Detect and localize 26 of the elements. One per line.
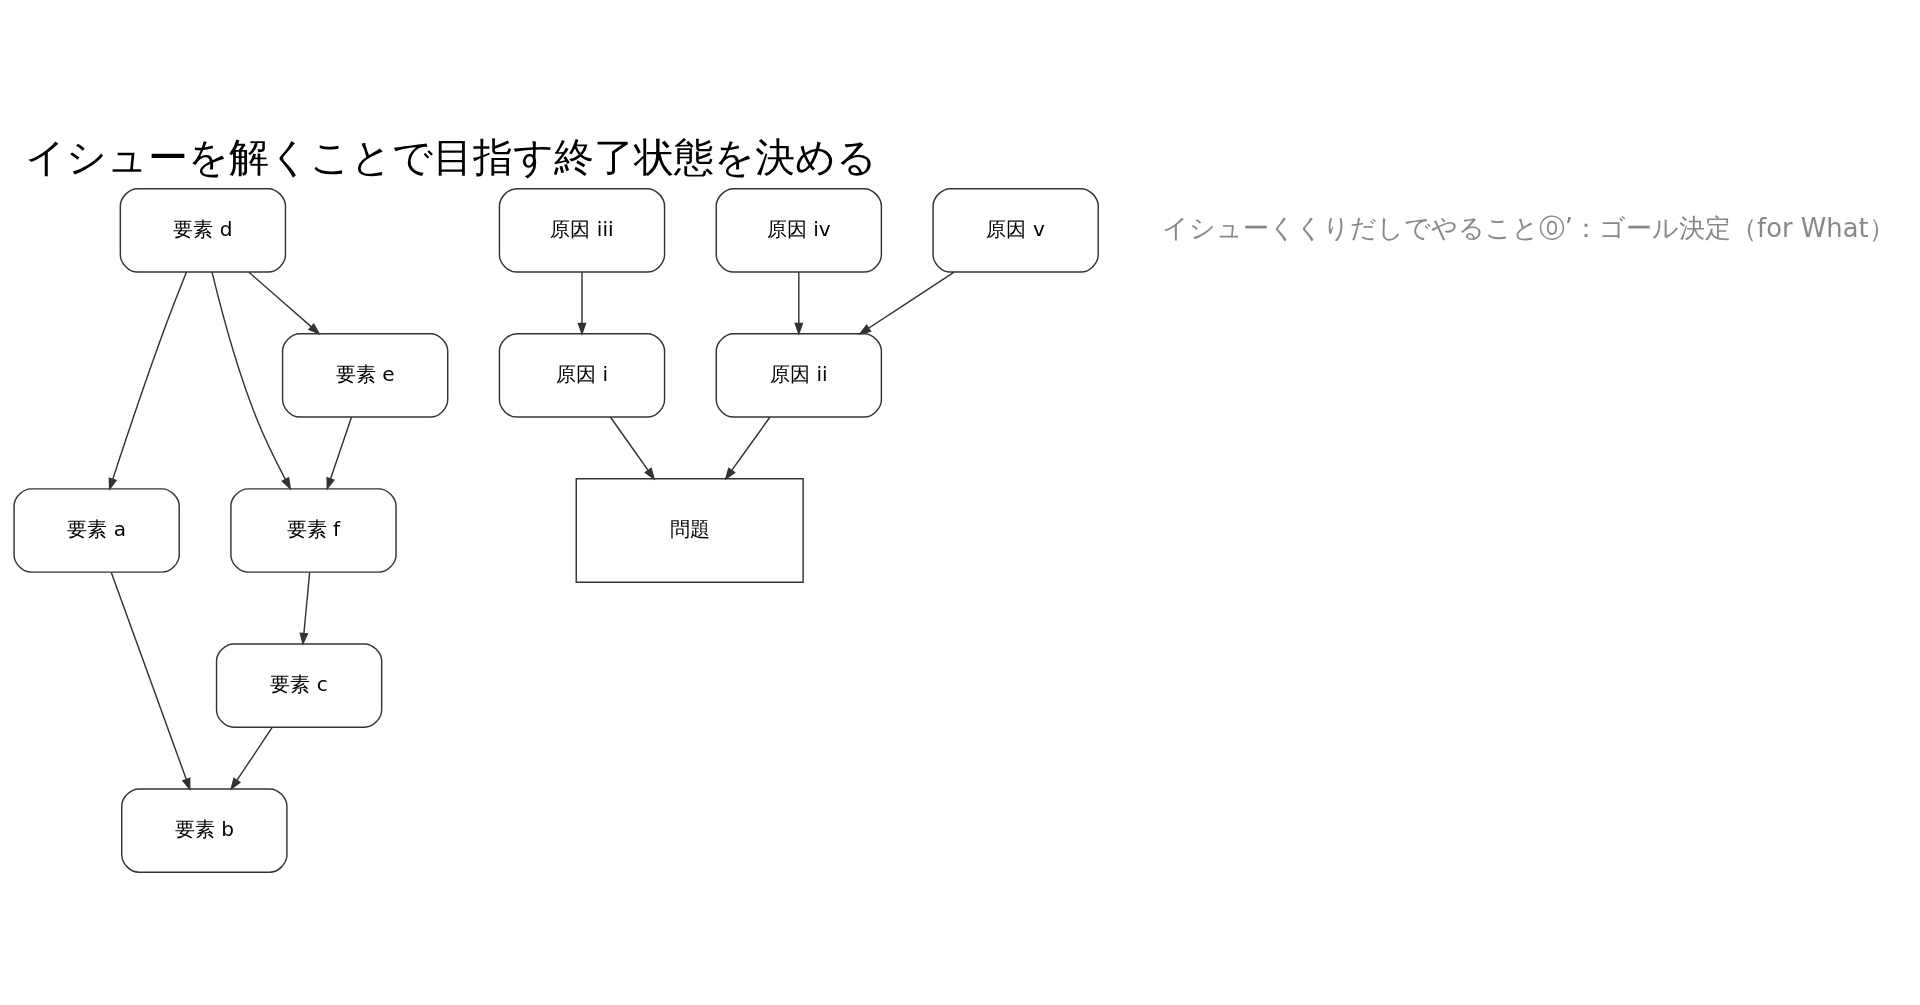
arrow bbox=[108, 271, 188, 491]
arrow bbox=[326, 416, 353, 491]
diagram-title: イシューを解くことで目指す終了状態を決める bbox=[24, 133, 877, 180]
node-box: 原因 iii bbox=[498, 188, 666, 273]
node-box: 要素 e bbox=[281, 333, 449, 418]
arrow bbox=[248, 271, 321, 335]
node-box: 原因 v bbox=[932, 188, 1099, 273]
arrow bbox=[211, 271, 292, 491]
node-box: 問題 bbox=[575, 478, 804, 583]
node-box: 要素 c bbox=[215, 643, 383, 728]
node-box: 原因 i bbox=[498, 333, 666, 418]
arrow bbox=[724, 416, 771, 481]
node-box: 要素 b bbox=[121, 788, 288, 873]
label: イシューくくりだしでやること⓪’：ゴール決定（for What） bbox=[1161, 212, 1895, 243]
node-box: 原因 iv bbox=[715, 188, 883, 273]
arrow bbox=[794, 271, 804, 336]
node-box: 要素 a bbox=[13, 488, 180, 573]
node-box: 要素 d bbox=[119, 188, 287, 273]
arrow bbox=[299, 571, 311, 646]
arrow bbox=[110, 571, 191, 791]
node-box: 要素 f bbox=[230, 488, 397, 573]
arrow bbox=[858, 271, 955, 335]
arrow bbox=[230, 726, 273, 791]
arrow bbox=[577, 271, 587, 336]
arrow bbox=[609, 416, 656, 481]
node-box: 原因 ii bbox=[715, 333, 883, 418]
